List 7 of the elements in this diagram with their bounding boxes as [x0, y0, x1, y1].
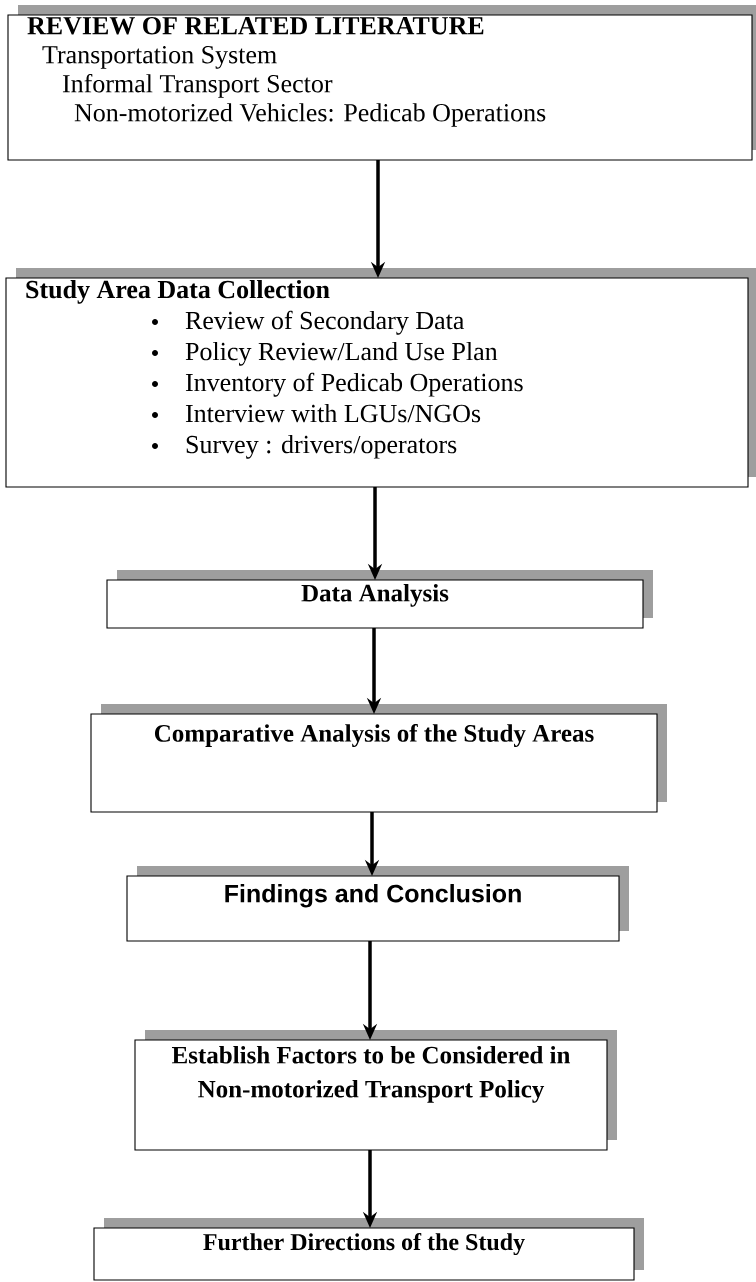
process-box: Comparative Analysis of the Study Areas	[90, 704, 667, 813]
process-box: Study Area Data Collection Review of Secondary Data Policy Review/Land Use Plan Inventory of Pedicab Operations Interview with LGUs/NGOs Survey : drivers/operators	[5, 268, 756, 488]
process-box: Establish Factors to be Considered in Non-motorized Transport Policy	[134, 1030, 617, 1151]
process-box: Findings and Conclusion	[126, 866, 629, 942]
process-box: REVIEW OF RELATED LITERATURE Transportation System Informal Transport Sector Non-motorized Vehicles: Pedicab Operations	[7, 5, 756, 161]
process-box: Data Analysis	[106, 570, 653, 629]
process-box: Further Directions of the Study	[93, 1218, 644, 1281]
